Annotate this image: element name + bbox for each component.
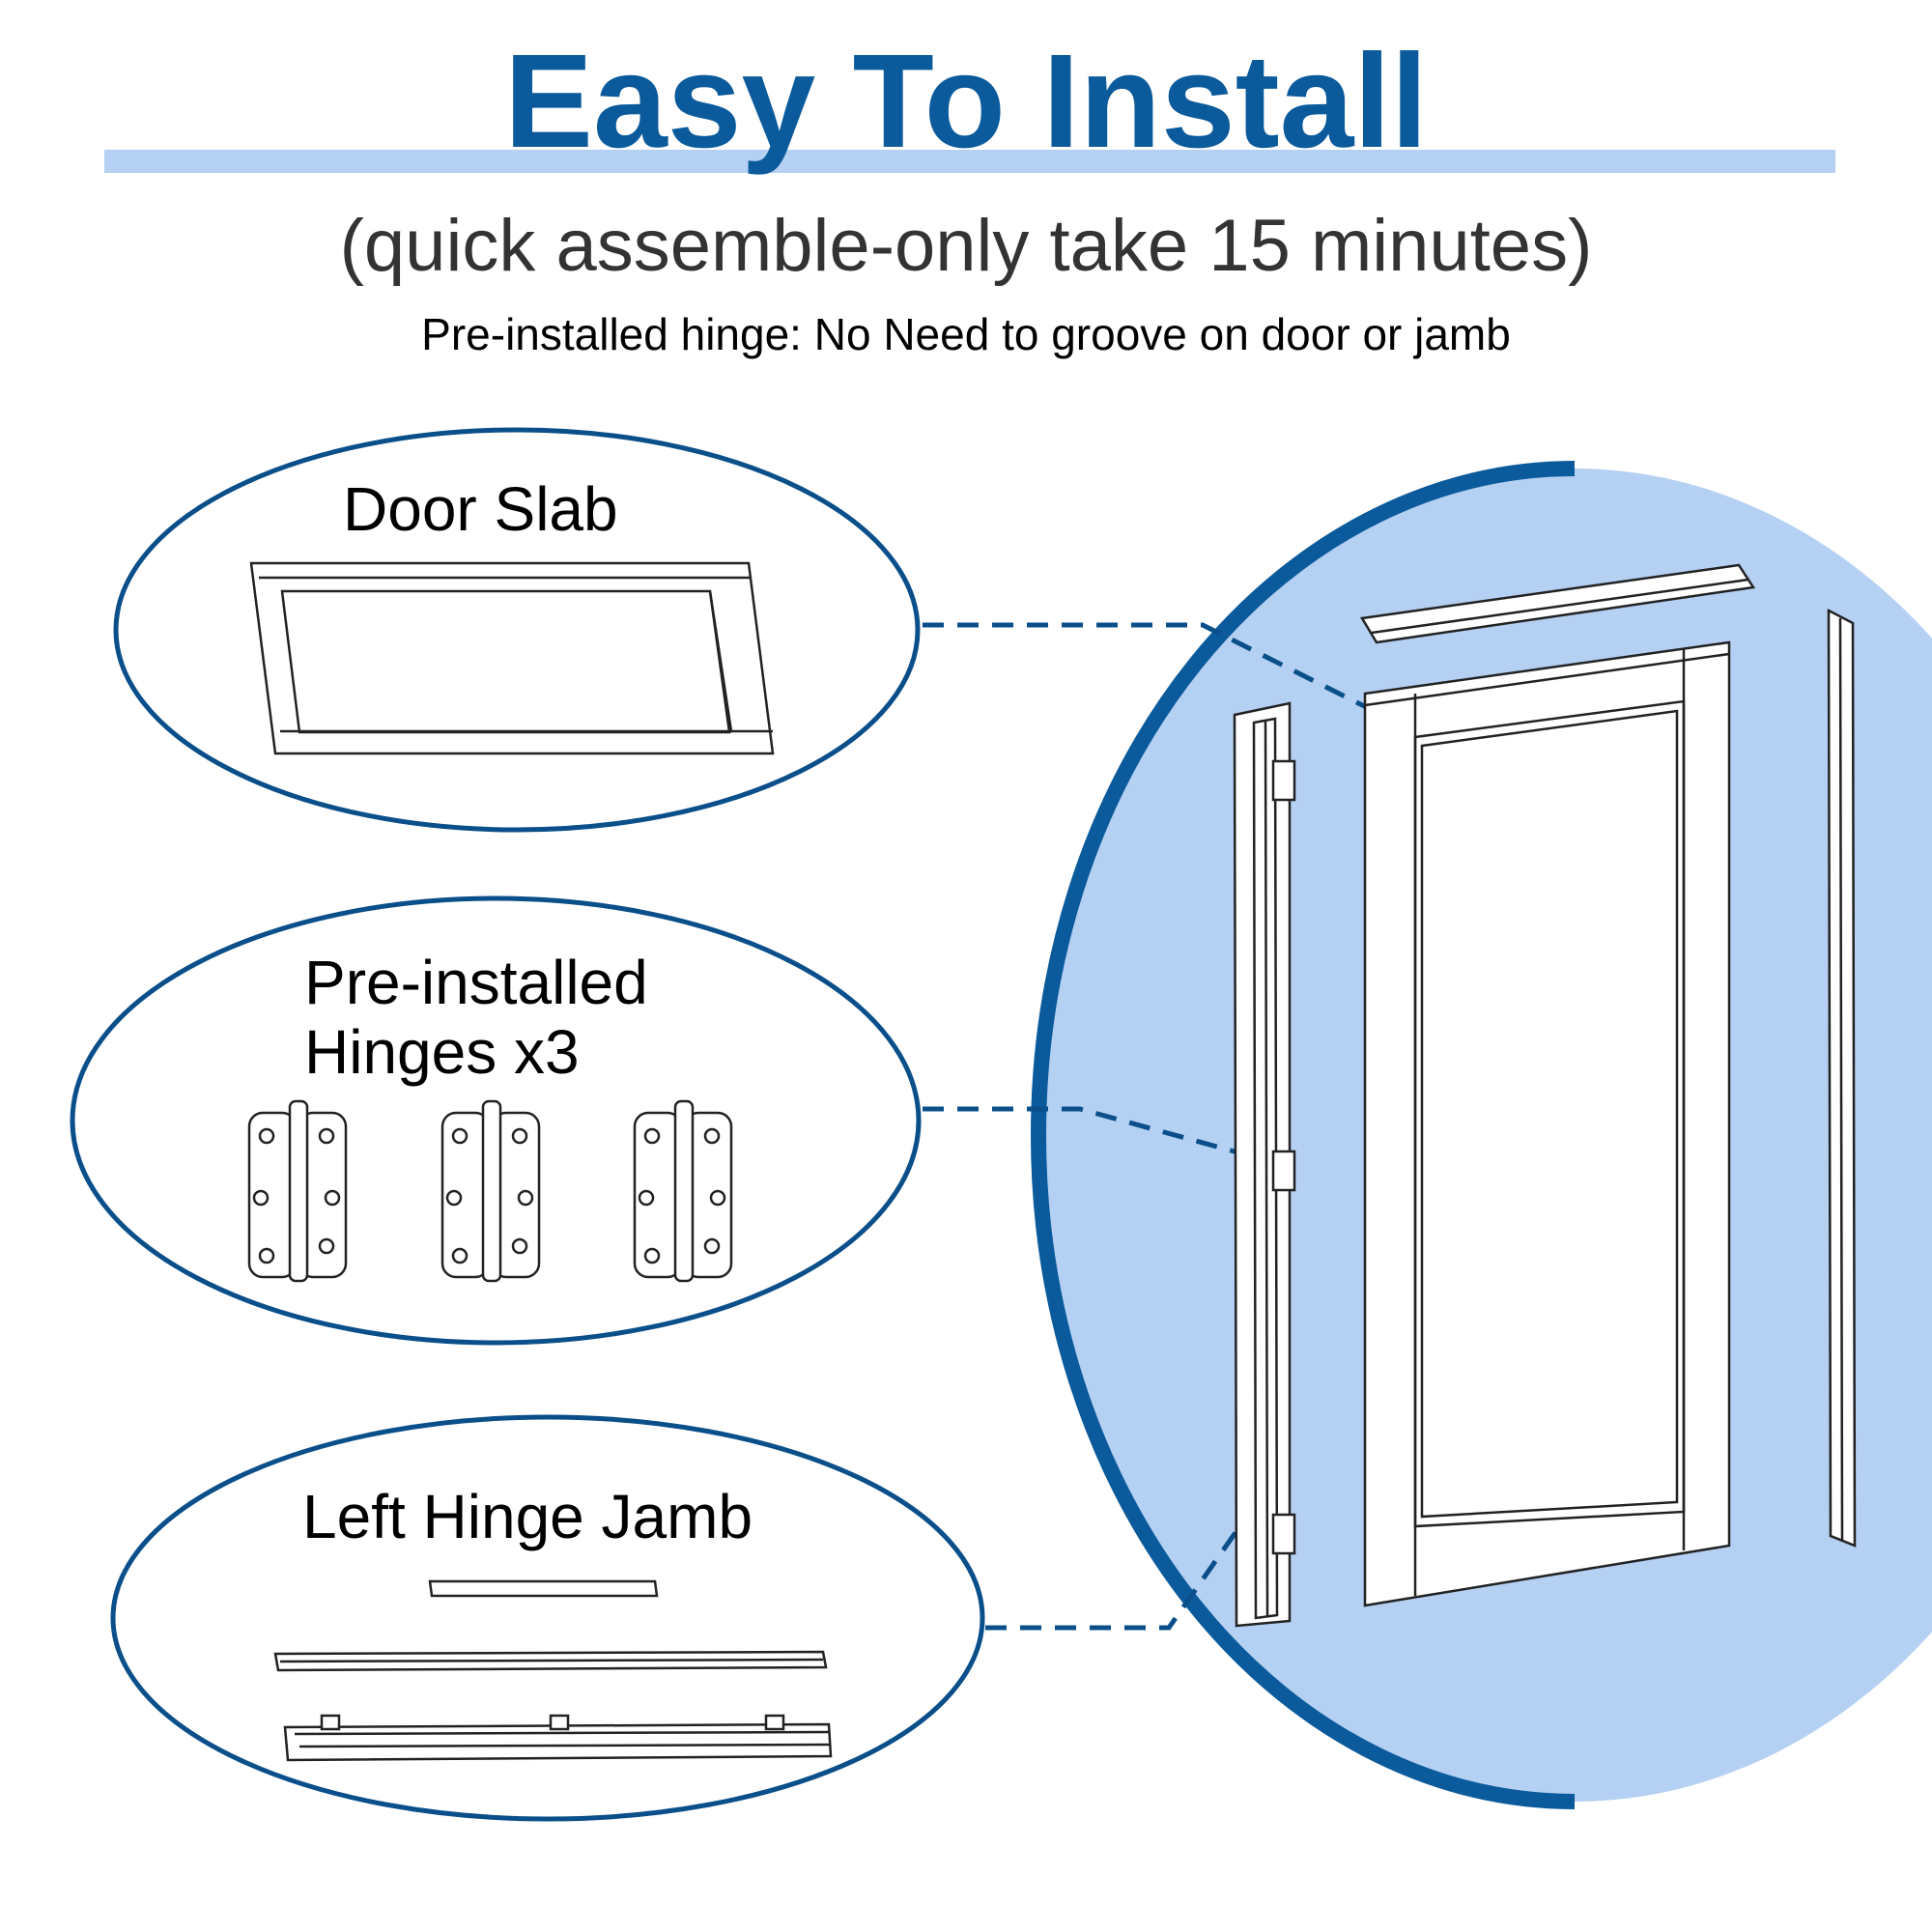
subtitle: (quick assemble-only take 15 minutes) <box>339 205 1593 287</box>
leader-hinges <box>923 1106 1281 1167</box>
page-title: Easy To Install <box>503 27 1429 176</box>
assembly-circle-edge <box>1031 461 1576 1809</box>
hinge-3-icon <box>633 1099 733 1283</box>
leader-door-slab <box>923 622 1412 732</box>
door-slab-label: Door Slab <box>343 474 618 544</box>
leader-jamb <box>985 1481 1273 1631</box>
title-underline-bar <box>104 150 1835 173</box>
left-hinge-jamb <box>1233 701 1296 1628</box>
assembled-door-slab <box>1363 640 1731 1607</box>
hinges-label-line1: Pre-installed <box>304 948 648 1017</box>
door-slab-illustration <box>249 561 775 755</box>
hinge-2-icon <box>440 1099 541 1283</box>
hinge-note: Pre-installed hinge: No Need to groove o… <box>421 309 1511 359</box>
hinge-1-icon <box>247 1099 348 1283</box>
jamb-label: Left Hinge Jamb <box>302 1482 753 1551</box>
right-strike-jamb <box>1827 608 1857 1548</box>
jamb-parts-illustration <box>273 1579 833 1762</box>
head-jamb <box>1359 563 1756 644</box>
hinges-label-line2: Hinges x3 <box>304 1017 580 1087</box>
